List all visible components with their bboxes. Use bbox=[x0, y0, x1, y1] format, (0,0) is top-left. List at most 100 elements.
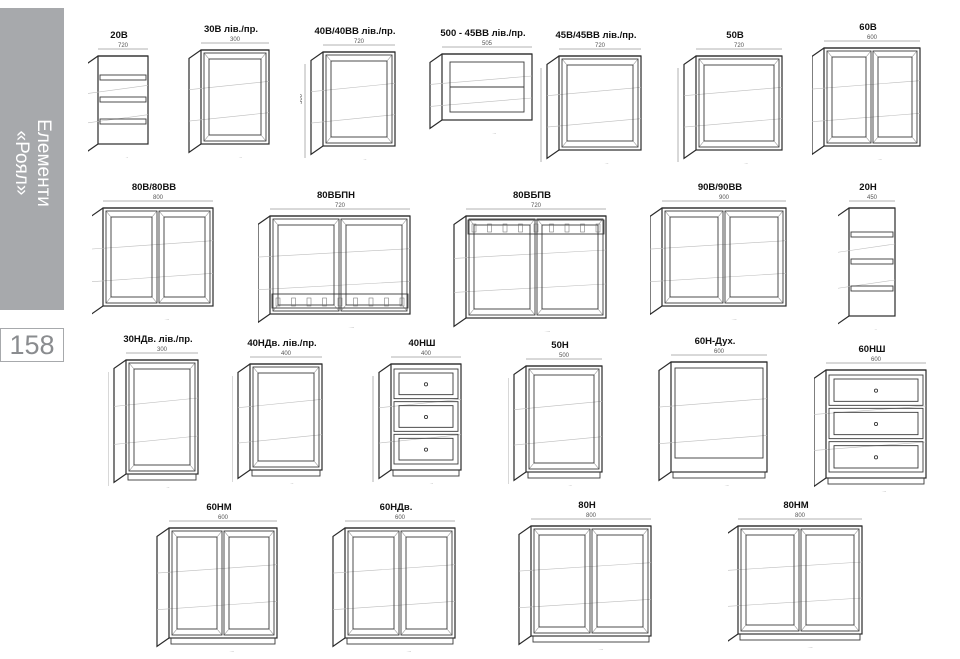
cabinet-label: 60Н-Дух. bbox=[694, 336, 736, 347]
door-frame bbox=[128, 362, 196, 472]
door-bevel bbox=[777, 296, 784, 304]
cabinet-item: 40В/40ВВ лів./пр.720300400 bbox=[300, 26, 410, 160]
cabinet-drawing: 800720300 bbox=[92, 195, 214, 320]
cabinet-label: 20Н bbox=[859, 182, 877, 193]
door-bevel bbox=[128, 464, 135, 472]
cabinet-side bbox=[237, 363, 251, 480]
shelf-line bbox=[814, 441, 927, 451]
door-bevel bbox=[347, 628, 354, 636]
door-panel bbox=[541, 224, 599, 310]
shelf-line bbox=[378, 399, 462, 409]
door-panel bbox=[538, 534, 586, 628]
cabinet-item: 45В/45ВВ лів./пр. 720300450 bbox=[540, 30, 652, 164]
door-bevel bbox=[826, 50, 833, 58]
door-frame bbox=[800, 528, 860, 632]
cabinet-item: 60НМ600820450 bbox=[154, 502, 284, 652]
cabinet-label: 60НШ bbox=[858, 344, 886, 355]
rack-slot bbox=[291, 297, 296, 307]
cabinet-label: 45В/45ВВ лів./пр. bbox=[555, 30, 637, 41]
rack-slot bbox=[518, 223, 523, 233]
door-bevel bbox=[171, 530, 178, 538]
open-shelf bbox=[99, 96, 147, 103]
page-number: 158 bbox=[0, 328, 64, 362]
cabinet-item: 30В лів./пр.300720300 bbox=[186, 24, 276, 158]
door-frame bbox=[872, 50, 918, 144]
shelf-line bbox=[310, 83, 396, 93]
door-panel bbox=[533, 374, 595, 464]
section-title-line2: «Роял» bbox=[11, 130, 32, 196]
door-bevel bbox=[400, 628, 407, 636]
shelf-line bbox=[188, 112, 270, 122]
door-bevel bbox=[529, 308, 536, 316]
cabinet-side bbox=[258, 215, 271, 324]
shelf-line bbox=[237, 399, 323, 409]
door-bevel bbox=[252, 460, 259, 468]
door-bevel bbox=[865, 136, 872, 144]
dimension-label: 720 bbox=[595, 43, 606, 49]
cabinet-drawing: 720300200 bbox=[88, 43, 149, 158]
cabinet-front bbox=[823, 47, 921, 147]
door-bevel bbox=[223, 628, 230, 636]
cabinet-front bbox=[390, 363, 462, 471]
plinth bbox=[527, 471, 601, 479]
drawer-panel bbox=[398, 437, 454, 461]
door-frame bbox=[740, 528, 800, 632]
cabinet-drawing: 600820450 bbox=[156, 515, 278, 652]
dimension-label: 800 bbox=[153, 195, 164, 201]
dimension-label: 300 bbox=[676, 97, 677, 108]
door-panel bbox=[345, 224, 403, 306]
door-frame bbox=[698, 58, 780, 148]
drawer-knob bbox=[873, 388, 879, 393]
rack-slot bbox=[595, 223, 601, 233]
cabinet-side bbox=[650, 207, 663, 316]
open-shelf bbox=[99, 74, 147, 81]
dish-rack bbox=[271, 293, 409, 309]
shelf-line bbox=[683, 118, 783, 128]
door-bevel bbox=[632, 58, 639, 66]
drawer-front bbox=[828, 374, 924, 406]
door-bevel bbox=[800, 528, 807, 536]
drawer-front bbox=[828, 441, 924, 473]
shelf-line bbox=[728, 561, 863, 571]
cabinet-item: 500 - 45ВВ лів./пр.505300450 bbox=[428, 28, 538, 134]
door-frame bbox=[536, 218, 604, 316]
door-bevel bbox=[203, 134, 210, 142]
door-bevel bbox=[597, 308, 604, 316]
cabinet-front bbox=[661, 207, 787, 307]
dimension-label: 720 bbox=[118, 43, 129, 49]
door-panel bbox=[566, 64, 634, 142]
drawer-front bbox=[393, 368, 459, 400]
drawer-panel bbox=[398, 405, 454, 428]
door-frame bbox=[325, 54, 393, 144]
drawer-front bbox=[393, 401, 459, 432]
cabinet-side bbox=[838, 207, 850, 325]
door-bevel bbox=[911, 136, 918, 144]
door-panel bbox=[405, 536, 448, 630]
plinth bbox=[739, 633, 861, 641]
cabinet-item: 80ВБПН720800 bbox=[258, 190, 414, 328]
shelf-line bbox=[113, 397, 199, 407]
cabinet-item: 80НМ800820450 bbox=[728, 500, 864, 648]
door-bevel bbox=[773, 140, 780, 148]
door-bevel bbox=[793, 624, 800, 632]
shelf-line bbox=[92, 240, 214, 250]
cabinet-drawing: 720300450 bbox=[540, 43, 642, 164]
dimension-label: 600 bbox=[395, 515, 406, 521]
drawer-panel bbox=[833, 378, 919, 402]
door-bevel bbox=[446, 530, 453, 538]
door-bevel bbox=[128, 362, 135, 370]
door-bevel bbox=[347, 530, 354, 538]
cabinet-item: 80Н800820450 bbox=[518, 500, 656, 650]
cabinet-drawing: 800820450 bbox=[728, 513, 863, 648]
cabinet-drawing: 500820450 bbox=[508, 353, 603, 486]
door-bevel bbox=[872, 136, 879, 144]
door-frame bbox=[171, 530, 223, 636]
cabinet-front bbox=[525, 365, 603, 473]
door-bevel bbox=[260, 52, 267, 60]
door-bevel bbox=[325, 136, 332, 144]
door-frame bbox=[252, 366, 320, 468]
shelf-line bbox=[429, 97, 533, 107]
door-bevel bbox=[724, 210, 731, 218]
door-bevel bbox=[865, 50, 872, 58]
door-bevel bbox=[533, 528, 540, 536]
